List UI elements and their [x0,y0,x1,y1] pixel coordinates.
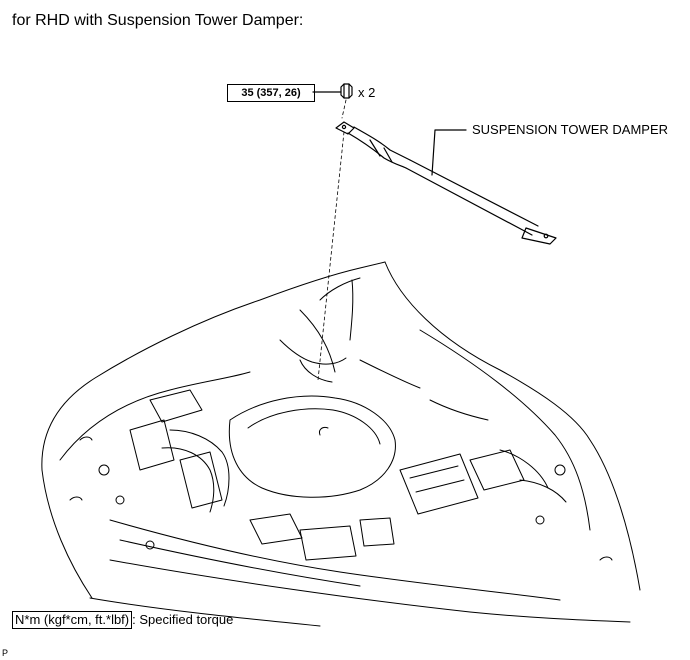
page-heading: for RHD with Suspension Tower Damper: [12,12,304,29]
damper-part [335,121,557,245]
install-guide-line [317,99,347,381]
torque-legend: N*m (kgf*cm, ft.*lbf): Specified torque [12,611,233,629]
bolt-icon [340,83,353,99]
torque-spec-box: 35 (357, 26) [227,84,315,102]
legend-units-box: N*m (kgf*cm, ft.*lbf) [12,611,133,629]
engine-bay [41,261,641,627]
legend-description: : Specified torque [132,612,234,627]
bolt-quantity-label: x 2 [358,85,376,100]
damper-callout-label: SUSPENSION TOWER DAMPER [472,122,668,137]
corner-code: P [2,648,9,658]
damper-leader-line [431,129,467,176]
